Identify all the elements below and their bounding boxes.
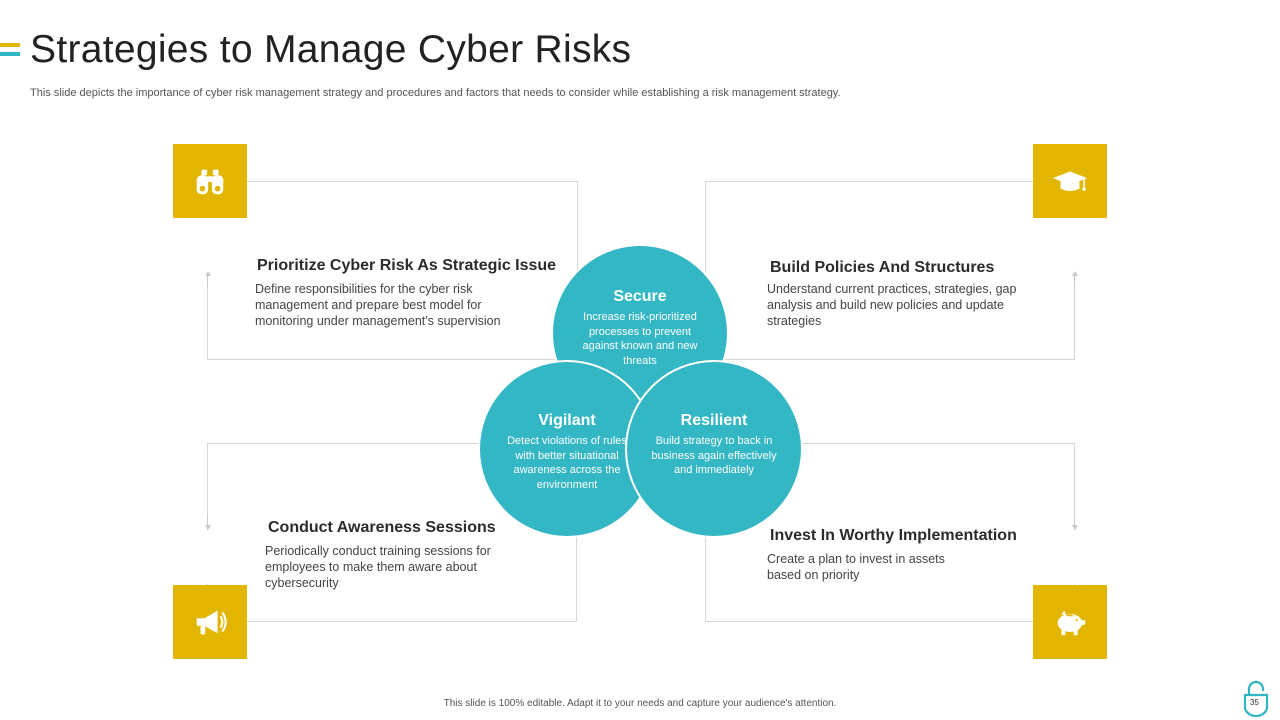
page-subtitle: This slide depicts the importance of cyb… <box>30 87 841 99</box>
bottom-left-desc: Periodically conduct training sessions f… <box>265 544 491 590</box>
bottom-right-desc: Create a plan to invest in assets based … <box>767 552 945 582</box>
piggy-bank-icon <box>1057 610 1086 636</box>
page-number: 35 <box>1250 698 1259 707</box>
arrow-top-left-line <box>207 276 208 286</box>
arrow-top-right-head <box>1072 271 1078 276</box>
circle-resilient-title: Resilient <box>680 412 748 429</box>
circle-secure-desc: Increase risk-prioritized processes to p… <box>582 311 698 367</box>
bottom-left-title: Conduct Awareness Sessions <box>268 519 496 536</box>
megaphone-icon-box <box>173 585 247 659</box>
arrow-top-left-head <box>205 271 211 276</box>
title-accent-yellow <box>0 43 20 47</box>
arrow-bottom-right-line <box>1074 517 1075 527</box>
lock-icon <box>1243 680 1269 717</box>
circle-resilient: Resilient Build strategy to back in busi… <box>625 360 803 538</box>
title-accent-teal <box>0 52 20 56</box>
arrow-bottom-left-head <box>205 525 211 530</box>
bottom-right-title: Invest In Worthy Implementation <box>770 527 1017 544</box>
top-right-title: Build Policies And Structures <box>770 259 995 276</box>
top-left-title: Prioritize Cyber Risk As Strategic Issue <box>257 257 557 274</box>
top-right-desc: Understand current practices, strategies… <box>767 282 1017 328</box>
binoculars-icon <box>196 169 224 195</box>
arrow-bottom-right-head <box>1072 525 1078 530</box>
footer-note: This slide is 100% editable. Adapt it to… <box>443 698 837 709</box>
circle-vigilant-desc: Detect violations of rules with better s… <box>507 435 627 491</box>
frame-gap-top-left <box>205 215 210 273</box>
graduation-cap-icon <box>1052 171 1088 191</box>
graduation-cap-icon-box <box>1033 144 1107 218</box>
piggy-bank-icon-box <box>1033 585 1107 659</box>
frame-gap-bottom-left <box>205 530 210 584</box>
top-left-desc: Define responsibilities for the cyber ri… <box>255 282 501 328</box>
arrow-top-right-line <box>1074 276 1075 286</box>
frame-gap-top-right <box>1072 215 1077 273</box>
circle-secure-title: Secure <box>613 288 667 305</box>
circle-resilient-desc: Build strategy to back in business again… <box>651 435 777 476</box>
megaphone-icon <box>196 610 227 635</box>
arrow-bottom-left-line <box>207 517 208 527</box>
page-title: Strategies to Manage Cyber Risks <box>30 28 632 71</box>
binoculars-icon-box <box>173 144 247 218</box>
frame-gap-bottom-right <box>1072 530 1077 584</box>
circle-vigilant-title: Vigilant <box>538 412 596 429</box>
